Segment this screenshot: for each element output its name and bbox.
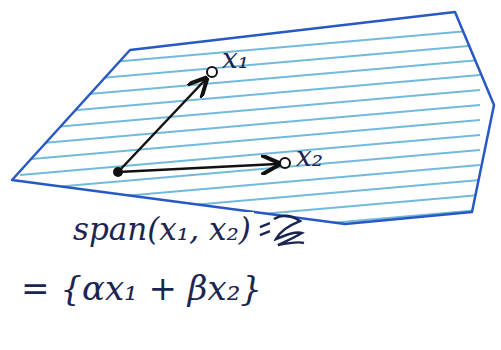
vector-tip: [280, 158, 290, 168]
vector-tip: [207, 67, 217, 77]
span-label: span(x₁, x₂): [70, 212, 254, 246]
origin-dot: [113, 167, 123, 177]
vector-arrow: [118, 80, 205, 172]
scribble-mark: [274, 216, 304, 245]
vector-label: x₂: [296, 142, 323, 173]
vector-arrow: [118, 164, 277, 172]
set-notation: = {αx₁ + βx₂}: [18, 270, 265, 307]
scribble: [260, 216, 304, 245]
plane-outline: [12, 12, 494, 224]
vector-label: x₁: [222, 44, 249, 75]
equals-sign: [260, 223, 270, 235]
